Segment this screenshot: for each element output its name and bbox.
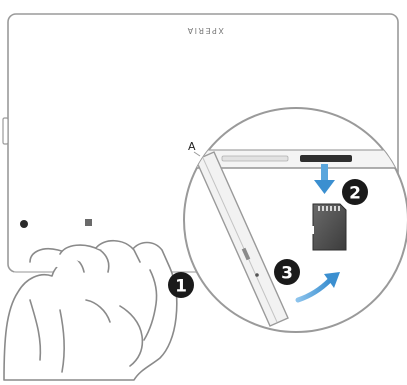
step-number-2: 2 xyxy=(349,184,361,204)
device-logo-text: XPERIA xyxy=(186,26,224,35)
hand-illustration xyxy=(4,241,177,380)
sim-tray-outline xyxy=(222,156,288,161)
sensor-square xyxy=(85,219,92,226)
zoom-marker-label: A xyxy=(188,140,196,153)
memory-card-icon xyxy=(311,204,346,250)
camera-dot xyxy=(20,220,28,228)
step-badge-3: 3 xyxy=(274,259,300,285)
card-slot xyxy=(300,155,352,162)
step-badge-1: 1 xyxy=(168,272,194,298)
step-number-3: 3 xyxy=(281,264,293,284)
step-badge-2: 2 xyxy=(342,179,368,205)
side-button xyxy=(3,118,8,144)
step-number-1: 1 xyxy=(175,277,187,297)
